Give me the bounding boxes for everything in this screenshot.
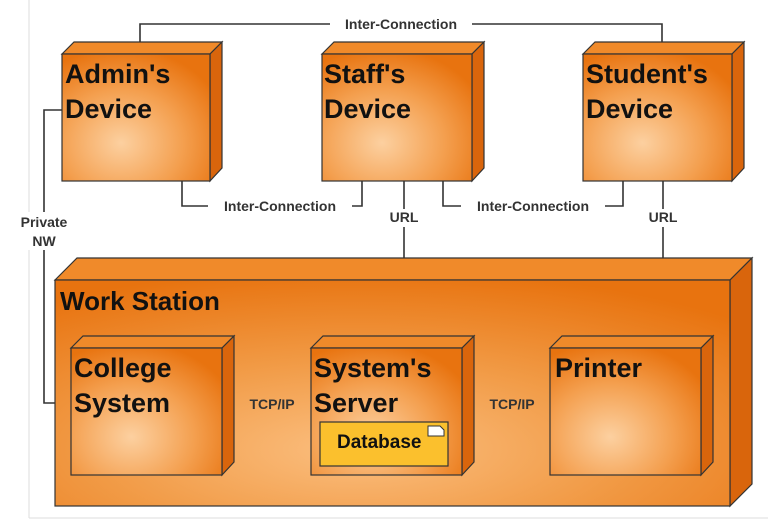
systems-server-title-line2: Server (314, 388, 399, 418)
admin-device-node[interactable]: Admin's Device (60, 40, 224, 183)
student-url-label: URL (649, 209, 678, 225)
staff-device-node[interactable]: Staff's Device (320, 40, 486, 183)
server-printer-label: TCP/IP (489, 396, 534, 412)
college-system-title-line1: College (74, 353, 172, 383)
artifact-icon (427, 425, 445, 437)
database-label: Database (337, 432, 422, 453)
staff-student-label: Inter-Connection (477, 198, 589, 214)
admin-staff-label: Inter-Connection (224, 198, 336, 214)
staff-device-title-line1: Staff's (324, 59, 405, 89)
systems-server-node[interactable]: System's Server Database (309, 334, 476, 477)
private-nw-label-line1: Private (21, 214, 68, 230)
printer-node[interactable]: Printer (548, 334, 715, 477)
student-device-title-line2: Device (586, 94, 673, 124)
staff-device-title-line2: Device (324, 94, 411, 124)
staff-url-label: URL (390, 209, 419, 225)
admin-device-title-line1: Admin's (65, 59, 170, 89)
database-artifact[interactable]: Database (319, 421, 449, 467)
top-interconnection-label: Inter-Connection (345, 16, 457, 32)
workstation-title: Work Station (60, 286, 220, 316)
admin-device-title-line2: Device (65, 94, 152, 124)
college-server-label: TCP/IP (249, 396, 294, 412)
student-device-node[interactable]: Student's Device (581, 40, 746, 183)
systems-server-title-line1: System's (314, 353, 432, 383)
printer-title: Printer (555, 353, 643, 383)
private-nw-label-line2: NW (32, 233, 56, 249)
edge-labels: Inter-Connection Inter-Connection Inter-… (14, 14, 683, 412)
college-system-node[interactable]: College System (69, 334, 236, 477)
student-device-title-line1: Student's (586, 59, 708, 89)
college-system-title-line2: System (74, 388, 170, 418)
